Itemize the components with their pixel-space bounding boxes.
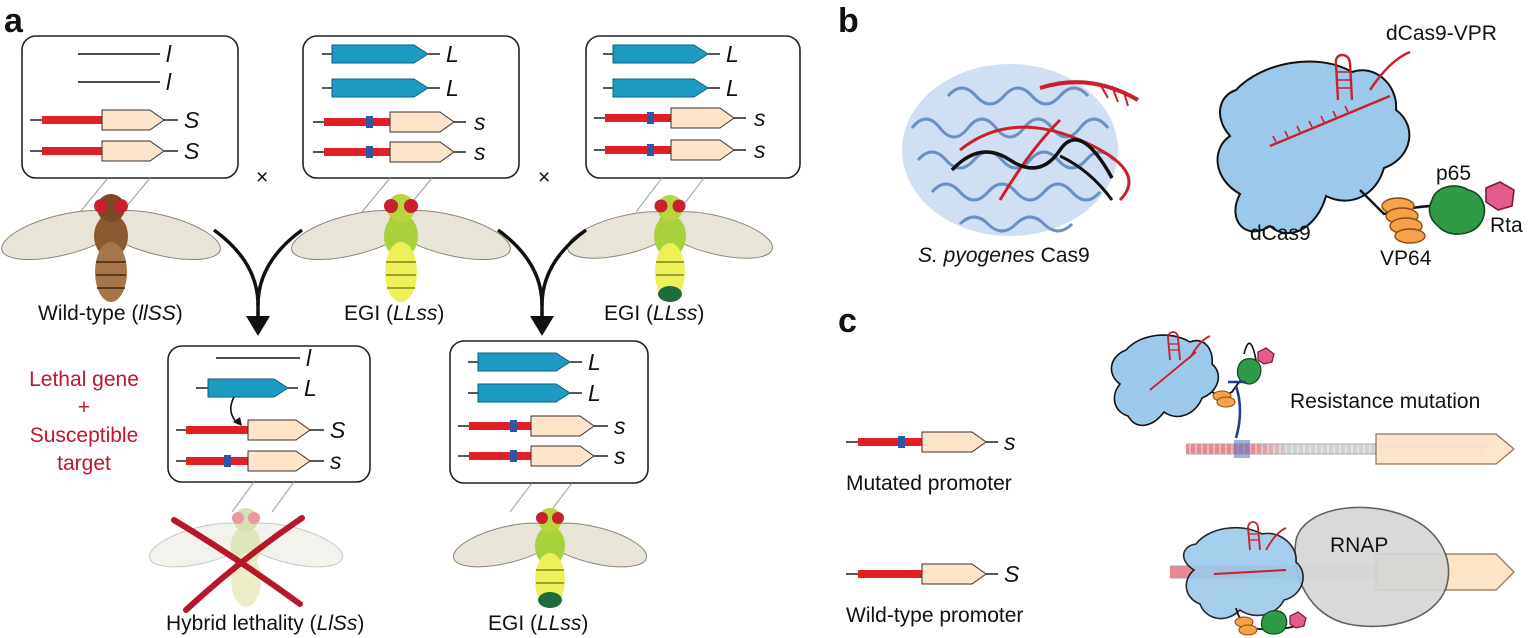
- label-wild-type-promoter: Wild-type promoter: [846, 604, 1023, 627]
- allele-label: l: [166, 69, 172, 95]
- mutated-promoter-construct: [846, 431, 998, 453]
- lethality-cross-mark: [171, 515, 305, 613]
- cas9-structure-label: S. pyogenes Cas9: [918, 244, 1090, 267]
- wild-type-fly-icon: [1, 194, 221, 302]
- mutated-target-gene: [313, 141, 466, 163]
- allele-label: S: [184, 107, 200, 133]
- allele-label: l: [306, 345, 312, 371]
- mutated-target-gene: [594, 107, 746, 129]
- cross-symbol: ×: [256, 166, 268, 189]
- cross-arrow-left: [212, 228, 304, 336]
- allele-label: L: [446, 75, 459, 101]
- allele-label: L: [588, 380, 601, 406]
- genotype-box-wild-type: l l S S: [21, 35, 239, 179]
- lethal-gene-construct: [322, 78, 440, 98]
- mutated-target-gene: [313, 111, 466, 133]
- dcas9-body: [1216, 60, 1411, 235]
- label-hybrid: Hybrid lethality (LlSs): [166, 612, 364, 635]
- label-rnap: RNAP: [1330, 534, 1388, 557]
- target-gene-wild-type: [176, 419, 324, 441]
- target-gene-wild-type: [30, 109, 178, 131]
- mutated-target-gene: [458, 415, 608, 437]
- svg-text:Lethal gene: Lethal gene: [29, 368, 139, 391]
- bound-dcas9-vpr: [1182, 521, 1307, 636]
- lethal-gene-construct: [196, 378, 298, 398]
- allele-label: L: [446, 41, 459, 67]
- mutated-target-gene: [458, 445, 608, 467]
- lethal-gene-construct: [468, 352, 582, 372]
- allele-label: L: [726, 75, 739, 101]
- rnap-complex: [1294, 506, 1450, 628]
- allele-label: L: [588, 349, 601, 375]
- allele-label: l: [166, 41, 172, 67]
- genotype-box-hybrid: l L S s: [167, 345, 371, 483]
- allele-label: s: [614, 443, 626, 469]
- egi-fly-icon: [291, 194, 511, 302]
- lethal-gene-construct: [603, 44, 720, 64]
- target-gene-wild-type: [30, 140, 178, 162]
- label-dcas9: dCas9: [1250, 222, 1311, 245]
- lethal-annotation: Lethal gene + Susceptible target: [29, 368, 139, 475]
- cas9-structure-icon: [902, 64, 1140, 236]
- dcas9-vpr-cartoon: [1216, 50, 1515, 244]
- guide-rna: [1269, 50, 1411, 148]
- svg-text:+: +: [78, 396, 90, 419]
- svg-text:Susceptible: Susceptible: [30, 424, 139, 447]
- label-wild-type: Wild-type (llSS): [38, 302, 183, 325]
- blocked-dcas9-vpr: [1110, 331, 1275, 427]
- cross-arrow-right: [496, 228, 588, 336]
- svg-text:target: target: [57, 452, 111, 475]
- lethal-gene-construct: [468, 383, 582, 403]
- egi-fly-icon: [452, 508, 648, 608]
- panel-letter-b: b: [838, 2, 859, 40]
- inhibition-symbol: [1228, 380, 1246, 439]
- allele-label: S: [330, 417, 346, 443]
- allele-label: s: [754, 137, 766, 163]
- allele-label: s: [754, 105, 766, 131]
- allele-label: s: [474, 139, 486, 165]
- label-p65: p65: [1436, 162, 1471, 185]
- allele-label: s: [614, 413, 626, 439]
- lethal-gene-construct: [322, 44, 440, 64]
- rta-domain: [1485, 181, 1515, 211]
- allele-label: s: [474, 109, 486, 135]
- allele-label: S: [184, 138, 200, 164]
- panel-letter-c: c: [838, 302, 857, 340]
- egi-fly-icon: [567, 195, 773, 302]
- allele-label: L: [304, 375, 317, 401]
- label-mutated-promoter: Mutated promoter: [846, 472, 1012, 495]
- label-dcas9-vpr: dCas9-VPR: [1386, 22, 1497, 45]
- allele-label: S: [1004, 561, 1020, 587]
- label-egi-offspring: EGI (LLss): [488, 612, 588, 635]
- allele-label: s: [1004, 429, 1016, 455]
- label-egi-2: EGI (LLss): [604, 302, 704, 325]
- vp64-domain: [1381, 197, 1426, 244]
- allele-label: L: [726, 41, 739, 67]
- wild-type-promoter-construct: [846, 563, 998, 585]
- label-vp64: VP64: [1380, 247, 1432, 270]
- label-rta: Rta: [1490, 214, 1523, 237]
- genotype-box-egi-1: L L s s: [302, 35, 520, 179]
- panel-letter-a: a: [4, 2, 24, 40]
- genotype-box-egi-offspring: L L s s: [449, 340, 649, 484]
- label-resistance-mutation: Resistance mutation: [1290, 390, 1480, 413]
- mutated-target-gene: [176, 450, 324, 472]
- allele-label: s: [330, 448, 342, 474]
- p65-domain: [1428, 185, 1486, 235]
- cross-symbol: ×: [538, 166, 550, 189]
- label-egi-1: EGI (LLss): [344, 302, 444, 325]
- mutated-target-gene: [594, 139, 746, 161]
- genotype-box-egi-2: L L s s: [585, 35, 801, 179]
- dna-mutated-target: [1186, 433, 1515, 465]
- lethal-gene-construct: [603, 78, 720, 98]
